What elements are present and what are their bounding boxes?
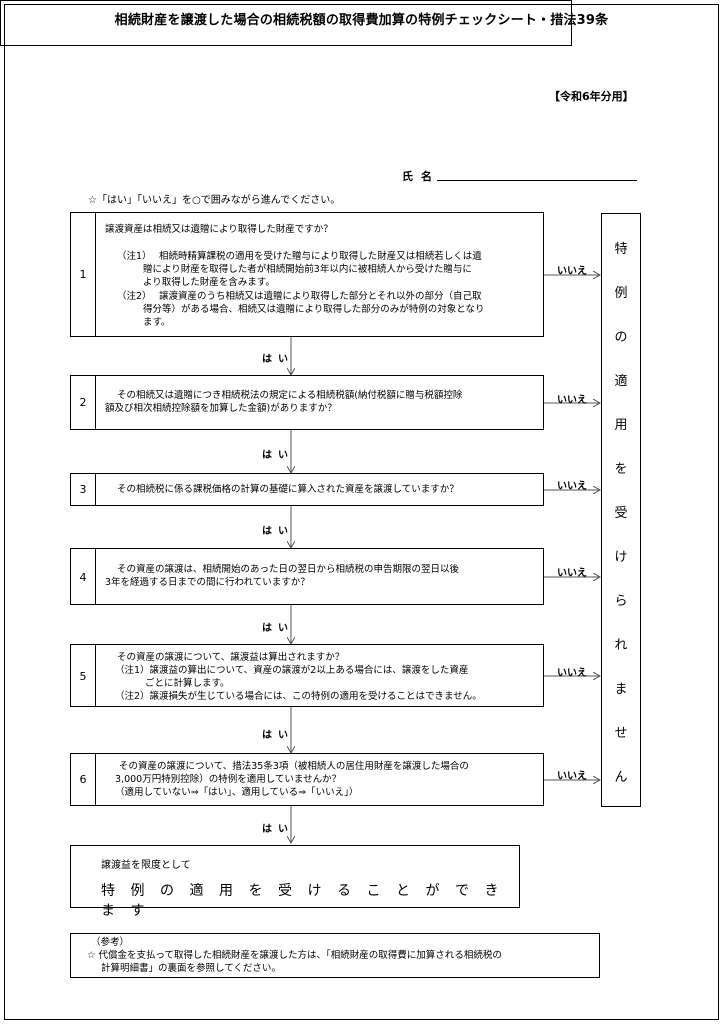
question-text: 譲渡資産は相続又は遺贈により取得した財産ですか？	[105, 224, 333, 235]
vertical-char: 例	[614, 286, 628, 301]
question-number: 5	[79, 670, 87, 683]
instruction-text: ☆「はい」「いいえ」を○で囲みながら進んでください。	[88, 195, 341, 206]
name-label: 氏名	[402, 170, 440, 183]
question-5-box: 5 その資産の譲渡について、譲渡益は算出されますか？ （注1）譲渡益の算出につい…	[70, 644, 544, 707]
note-line: 得分等）がある場合、相続又は遺贈により取得した部分のみが特例の対象となり	[143, 304, 485, 315]
vertical-char: の	[614, 330, 628, 345]
question-text-line: 額及び相次相続控除額を加算した金額)がありますか？	[105, 403, 337, 414]
vertical-char: 受	[614, 506, 628, 521]
vertical-char: せ	[614, 726, 628, 741]
question-text-line: （注2）譲渡損失が生じている場合には、この特例の適用を受けることはできません。	[115, 691, 482, 702]
result-box: 譲渡益を限度として 特例の適用を受けることができます	[70, 845, 520, 919]
no-label[interactable]: いいえ	[557, 266, 587, 277]
question-4-box: 4 その資産の譲渡は、相続開始のあった日の翌日から相続税の申告期限の翌日以後 3…	[70, 548, 544, 605]
note-label: （注1）	[117, 251, 152, 262]
year-label: 【令和6年分用】	[549, 90, 634, 103]
question-1-box: 1 譲渡資産は相続又は遺贈により取得した財産ですか？ （注1） 相続時精算課税の…	[70, 212, 544, 337]
vertical-char: ん	[614, 770, 628, 785]
vertical-char: 特	[614, 242, 628, 257]
vertical-char: 用	[614, 418, 628, 433]
question-number: 6	[79, 773, 87, 786]
question-text-line: ごとに計算します。	[145, 678, 230, 689]
no-label[interactable]: いいえ	[557, 568, 587, 579]
no-label[interactable]: いいえ	[557, 481, 587, 492]
yes-label[interactable]: はい	[262, 730, 294, 741]
question-text-line: （適用していない⇒「はい」、適用している⇒「いいえ」）	[115, 787, 359, 798]
yes-label[interactable]: はい	[262, 354, 294, 365]
question-number: 1	[79, 268, 87, 281]
note-line: 贈により財産を取得した者が相続開始前3年以内に被相続人から受けた贈与に	[143, 264, 472, 275]
no-label[interactable]: いいえ	[557, 668, 587, 679]
reference-heading: （参考）	[91, 937, 130, 948]
question-text-line: 3年を経過する日までの間に行われていますか？	[105, 577, 310, 588]
note-line: 譲渡資産のうち相続又は遺贈により取得した部分とそれ以外の部分（自己取	[159, 291, 482, 302]
yes-label[interactable]: はい	[262, 526, 294, 537]
question-text-line: その相続又は遺贈につき相続税法の規定による相続税額(納付税額に贈与税額控除	[117, 390, 463, 401]
yes-label[interactable]: はい	[262, 450, 294, 461]
question-text-line: その資産の譲渡について、措法35条3項（被相続人の居住用財産を譲渡した場合の	[119, 761, 469, 772]
not-applicable-box: 特 例 の 適 用 を 受 け ら れ ま せ ん	[601, 213, 641, 807]
name-field-line[interactable]	[437, 180, 637, 181]
reference-line: 計算明細書」の裏面を参照してください。	[101, 963, 281, 974]
vertical-char: け	[614, 550, 628, 565]
question-number: 2	[79, 396, 87, 409]
question-text-line: その資産の譲渡は、相続開始のあった日の翌日から相続税の申告期限の翌日以後	[117, 564, 460, 575]
question-3-box: 3 その相続税に係る課税価格の計算の基礎に算入された資産を譲渡していますか？	[70, 473, 544, 506]
result-main-text: 特例の適用を受けることができます	[101, 883, 514, 919]
result-subtext: 譲渡益を限度として	[101, 860, 191, 871]
note-line: より取得した財産を含みます。	[143, 277, 275, 288]
note-line: 相続時精算課税の適用を受けた贈与により取得した財産又は相続若しくは遺	[159, 251, 482, 262]
question-text-line: その資産の譲渡について、譲渡益は算出されますか？	[117, 652, 345, 663]
vertical-char: ま	[614, 682, 628, 697]
yes-label[interactable]: はい	[262, 623, 294, 634]
vertical-char: れ	[614, 638, 628, 653]
question-text-line: その相続税に係る課税価格の計算の基礎に算入された資産を譲渡していますか？	[117, 484, 459, 495]
vertical-char: を	[614, 462, 628, 477]
reference-line: ☆ 代償金を支払って取得した相続財産を譲渡した方は、「相続財産の取得費に加算され…	[87, 950, 502, 961]
no-label[interactable]: いいえ	[557, 771, 587, 782]
no-label[interactable]: いいえ	[557, 395, 587, 406]
question-2-box: 2 その相続又は遺贈につき相続税法の規定による相続税額(納付税額に贈与税額控除 …	[70, 375, 544, 430]
note-line: ます。	[143, 317, 171, 328]
question-text-line: （注1）譲渡益の算出について、資産の譲渡が2以上ある場合には、譲渡をした資産	[115, 665, 469, 676]
vertical-char: 適	[614, 374, 628, 389]
vertical-char: ら	[614, 594, 628, 609]
question-text-line: 3,000万円特別控除）の特例を適用していませんか？	[115, 774, 342, 785]
page-title: 相続財産を譲渡した場合の相続税額の取得費加算の特例チェックシート・措法39条	[114, 13, 609, 28]
question-number: 3	[79, 483, 87, 496]
yes-label[interactable]: はい	[262, 824, 294, 835]
note-label: （注2）	[117, 291, 152, 302]
question-number: 4	[79, 571, 87, 584]
question-6-box: 6 その資産の譲渡について、措法35条3項（被相続人の居住用財産を譲渡した場合の…	[70, 753, 544, 806]
reference-box: （参考） ☆ 代償金を支払って取得した相続財産を譲渡した方は、「相続財産の取得費…	[70, 933, 600, 978]
